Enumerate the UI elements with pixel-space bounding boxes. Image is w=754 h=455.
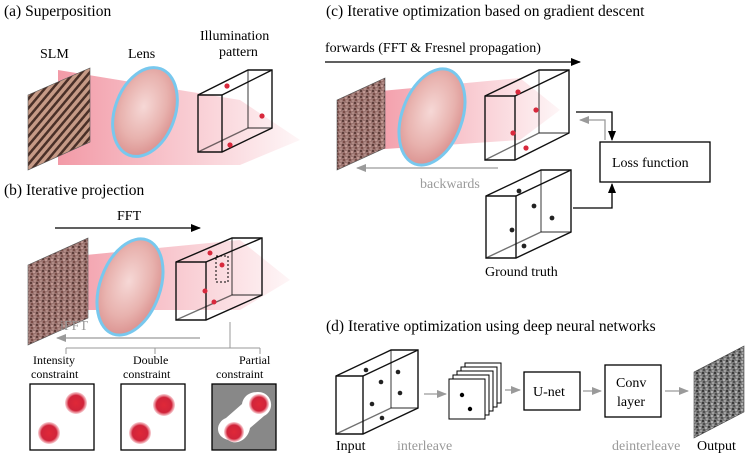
target-point bbox=[379, 415, 385, 421]
illumination-cube bbox=[197, 69, 273, 153]
loss-function-box bbox=[599, 141, 711, 183]
conv-layer-box bbox=[604, 364, 662, 418]
focal-spot bbox=[227, 142, 233, 148]
backward-label: backwards bbox=[420, 177, 480, 192]
panel-b-title: (b) Iterative projection bbox=[4, 182, 145, 199]
constraint-label-line1: Intensity bbox=[33, 353, 75, 367]
target-point bbox=[521, 243, 527, 249]
target-point bbox=[531, 203, 537, 209]
target-point bbox=[363, 367, 369, 373]
slm-icon bbox=[336, 77, 386, 171]
target-point bbox=[397, 390, 403, 396]
focal-spot bbox=[523, 145, 529, 151]
target-point bbox=[509, 227, 515, 233]
panel-b: (b) Iterative projection FFT iFFT bbox=[4, 182, 290, 451]
constraint-label-line2: constraint bbox=[123, 367, 171, 381]
output-label: Output bbox=[697, 439, 736, 454]
output-hologram-icon bbox=[693, 345, 745, 439]
groundtruth-to-loss-arrow bbox=[573, 183, 616, 209]
slm-icon bbox=[27, 237, 89, 346]
conv-label-line2: layer bbox=[617, 395, 645, 410]
target-point bbox=[549, 215, 555, 221]
double-constraint-box bbox=[120, 383, 186, 451]
focal-spot bbox=[515, 89, 521, 95]
panel-c: (c) Iterative optimization based on grad… bbox=[325, 3, 711, 280]
slm-icon bbox=[27, 67, 91, 171]
illumination-pattern-label-line2: pattern bbox=[219, 45, 258, 60]
partial-region-marker bbox=[215, 255, 229, 283]
forward-label: forwards (FFT & Fresnel propagation) bbox=[325, 41, 541, 56]
reconstruction-cube bbox=[484, 69, 570, 161]
lens-label: Lens bbox=[128, 47, 155, 62]
slice-point bbox=[467, 406, 473, 412]
loss-gradient-arrow bbox=[579, 116, 606, 140]
focal-spot bbox=[211, 299, 217, 305]
slm-label: SLM bbox=[40, 47, 69, 62]
panel-d-title: (d) Iterative optimization using deep ne… bbox=[326, 318, 656, 335]
input-label: Input bbox=[336, 439, 366, 454]
constraint-label-line2: constraint bbox=[31, 367, 79, 381]
ifft-label: iFFT bbox=[60, 319, 88, 334]
conv-label-line1: Conv bbox=[616, 376, 646, 391]
focal-spot bbox=[207, 250, 213, 256]
slice-point bbox=[459, 392, 465, 398]
unet-label: U-net bbox=[533, 385, 565, 400]
partial-constraint-box bbox=[211, 383, 277, 451]
focal-spot bbox=[510, 130, 516, 136]
panel-a: (a) Superposition SLM Lens Illumination … bbox=[4, 3, 300, 171]
loss-function-label: Loss function bbox=[612, 156, 689, 171]
target-point bbox=[395, 369, 401, 375]
focal-spot bbox=[202, 288, 208, 294]
panel-d: (d) Iterative optimization using deep ne… bbox=[326, 318, 745, 454]
constraint-connector bbox=[65, 322, 261, 354]
unet-box bbox=[523, 371, 581, 411]
target-point bbox=[516, 188, 522, 194]
prediction-to-loss-arrow bbox=[576, 111, 616, 141]
constraint-label-line1: Partial bbox=[239, 353, 271, 367]
target-point bbox=[378, 379, 384, 385]
slice-stack bbox=[448, 362, 502, 420]
focal-spot bbox=[259, 113, 265, 119]
panel-c-title: (c) Iterative optimization based on grad… bbox=[326, 3, 645, 20]
ground-truth-label: Ground truth bbox=[485, 265, 558, 280]
interleave-label: interleave bbox=[397, 439, 452, 454]
constraint-label-line1: Double bbox=[133, 353, 168, 367]
constraint-label-line2: constraint bbox=[216, 367, 264, 381]
fft-label: FFT bbox=[117, 209, 142, 224]
lens-icon bbox=[397, 67, 467, 167]
focal-spot bbox=[224, 83, 230, 89]
focal-spot bbox=[533, 107, 539, 113]
light-beam bbox=[55, 240, 290, 310]
ground-truth-cube bbox=[485, 169, 572, 259]
illumination-pattern-label-line1: Illumination bbox=[200, 29, 269, 44]
deinterleave-label: deinterleave bbox=[612, 439, 680, 454]
lens-icon bbox=[111, 66, 179, 158]
focal-spot bbox=[219, 262, 225, 268]
panel-a-title: (a) Superposition bbox=[4, 3, 111, 20]
intensity-constraint-box bbox=[29, 383, 95, 451]
input-cube bbox=[335, 349, 419, 435]
lens-icon bbox=[95, 237, 165, 337]
target-point bbox=[369, 401, 375, 407]
